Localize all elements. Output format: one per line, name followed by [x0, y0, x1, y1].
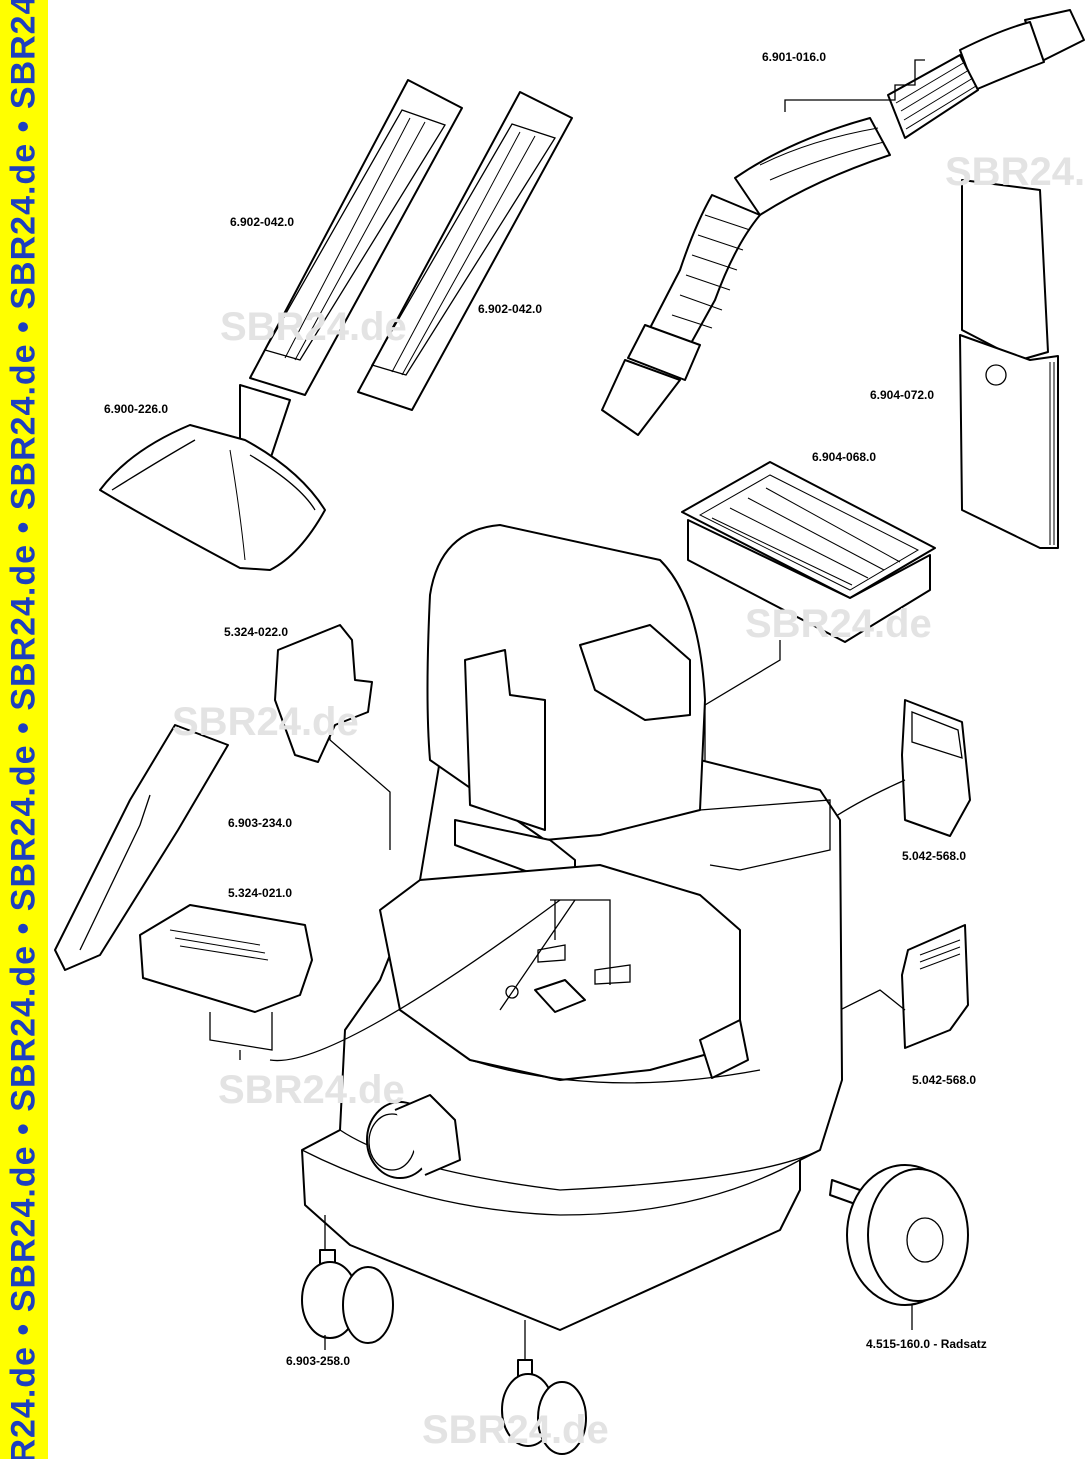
- crevice-tool-left: [249, 79, 463, 396]
- part-label-wheel-set: 4.515-160.0 - Radsatz: [866, 1337, 987, 1351]
- watermark: SBR24.de: [172, 700, 359, 744]
- latch-clip-upper: [829, 699, 971, 837]
- part-label-floor-nozzle: 6.900-226.0: [104, 402, 169, 416]
- cover-part-522: [274, 624, 391, 850]
- rear-wheel: [829, 1164, 969, 1330]
- part-label-hose: 6.901-016.0: [762, 50, 827, 64]
- part-label-latch-lower: 5.042-568.0: [912, 1073, 977, 1087]
- part-label-crevice-tool-right: 6.902-042.0: [478, 302, 543, 316]
- hose-assembly: [601, 9, 1085, 436]
- part-label-cover-521: 5.324-021.0: [228, 886, 293, 900]
- part-label-cartridge-filter: 6.904-068.0: [812, 450, 877, 464]
- watermark: SBR24.de: [745, 602, 932, 646]
- castor-bottom: [501, 1320, 587, 1455]
- part-label-latch-upper: 5.042-568.0: [902, 849, 967, 863]
- floor-nozzle: [99, 384, 326, 571]
- side-banner: R24.de • SBR24.de • SBR24.de • SBR24.de …: [0, 0, 48, 1459]
- watermark: SBR24.de: [422, 1408, 609, 1452]
- crevice-tool-right: [357, 91, 573, 411]
- watermark: SBR24.de: [220, 305, 407, 349]
- part-label-filter-bag: 6.904-072.0: [870, 388, 935, 402]
- part-label-crevice-tool-left: 6.902-042.0: [230, 215, 295, 229]
- latch-clip-lower: [739, 924, 969, 1061]
- vacuum-body: [269, 524, 843, 1331]
- castor-left: [301, 1215, 394, 1350]
- part-label-crevice-nozzle: 6.903-234.0: [228, 816, 293, 830]
- cover-part-521: [139, 904, 313, 1060]
- crevice-nozzle-long: [54, 724, 229, 971]
- watermark: SBR24.de: [218, 1068, 405, 1112]
- part-label-castor: 6.903-258.0: [286, 1354, 351, 1368]
- filter-bag: [959, 179, 1059, 549]
- watermark: SBR24.de: [945, 150, 1086, 194]
- part-label-cover-522: 5.324-022.0: [224, 625, 289, 639]
